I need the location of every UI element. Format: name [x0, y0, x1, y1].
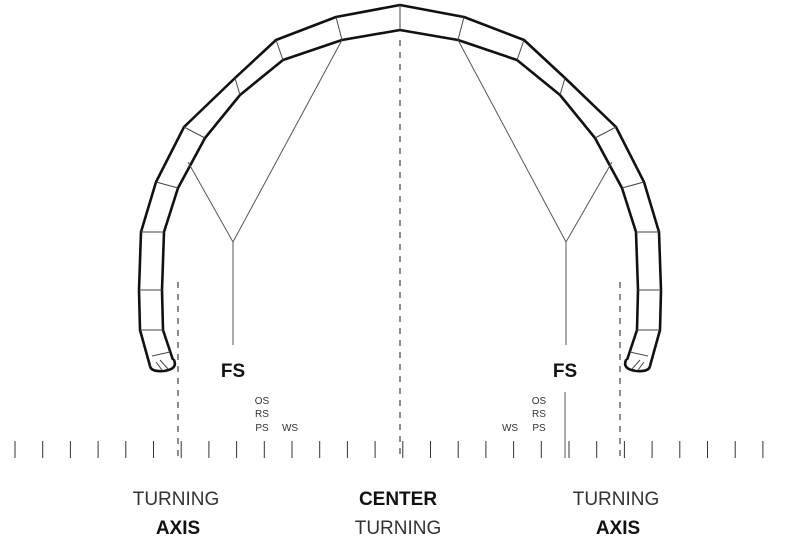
bridle-lines [187, 39, 613, 458]
left-os-label: OS [255, 396, 270, 407]
center-turning-title: CENTER [359, 489, 437, 510]
position-tick-scale [14, 441, 764, 458]
turning-axis-left-title: TURNING [133, 489, 220, 510]
right-rs-label: RS [532, 409, 546, 420]
turning-axis-left-subtitle: AXIS [156, 518, 200, 539]
right-os-label: OS [532, 396, 547, 407]
kite-wingtip-left [148, 358, 177, 373]
kite-wingtip-right [623, 358, 652, 373]
right-ps-label: PS [532, 423, 546, 434]
left-rs-label: RS [255, 409, 269, 420]
left-ws-label: WS [282, 423, 298, 434]
left-ps-label: PS [255, 423, 269, 434]
right-ws-label: WS [502, 423, 518, 434]
center-turning-subtitle: TURNING [355, 518, 442, 539]
turning-axis-right-subtitle: AXIS [596, 518, 640, 539]
turning-axis-right-title: TURNING [573, 489, 660, 510]
kite-segment-dividers [139, 5, 661, 371]
axis-dashed-lines [177, 40, 621, 458]
fs-label-left: FS [221, 361, 245, 382]
fs-label-right: FS [553, 361, 577, 382]
